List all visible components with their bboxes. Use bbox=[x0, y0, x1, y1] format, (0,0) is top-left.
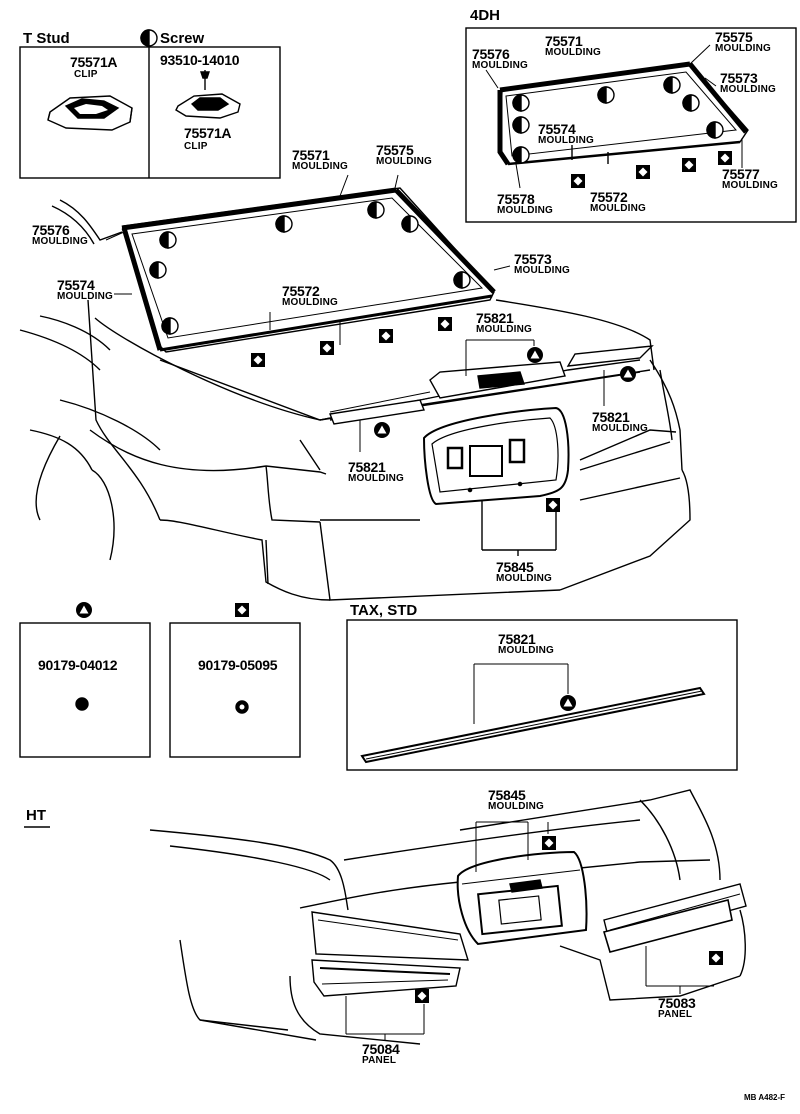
inset-4dh-box bbox=[465, 27, 797, 223]
ht-center-moulding bbox=[456, 821, 588, 946]
triangle-fastener-part-number: 90179-04012 bbox=[38, 657, 118, 673]
t-stud-part-name: CLIP bbox=[74, 69, 98, 80]
square-fastener-part-number: 90179-05095 bbox=[198, 657, 278, 673]
ht-leader-lines bbox=[345, 946, 714, 1040]
screw-clip-name: CLIP bbox=[184, 141, 208, 152]
screw-part-number: 93510-14010 bbox=[160, 52, 240, 68]
ht-rear-body bbox=[149, 789, 746, 1045]
sedan-trunk-lid bbox=[319, 345, 654, 425]
screw-clip-drawing bbox=[175, 70, 241, 119]
tax-std-header: TAX, STD bbox=[350, 602, 418, 619]
t-stud-header: T Stud bbox=[23, 30, 70, 47]
screw-header: Screw bbox=[160, 30, 205, 47]
main-leader-lines bbox=[105, 174, 605, 452]
tax-std-clip-icon bbox=[559, 694, 577, 712]
4dh-header: 4DH bbox=[470, 7, 501, 24]
ht-header: HT bbox=[26, 807, 46, 824]
sedan-rear-body bbox=[19, 199, 691, 601]
ht-taillight-right bbox=[602, 883, 747, 953]
t-stud-clip-drawing bbox=[47, 95, 133, 131]
figure-code: MB A482-F bbox=[744, 1093, 786, 1102]
fastener-boxes bbox=[19, 619, 738, 771]
screw-clip-number: 75571A bbox=[184, 125, 232, 141]
screw-symbol-icon bbox=[140, 29, 158, 47]
t-stud-part-number: 75571A bbox=[70, 54, 118, 70]
tax-std-moulding-strip bbox=[360, 663, 706, 764]
license-moulding-75845 bbox=[422, 406, 570, 556]
square-fastener-icon bbox=[234, 602, 250, 618]
triangle-fastener-icon bbox=[75, 601, 93, 619]
sedan-back-window bbox=[121, 174, 496, 353]
ht-taillight-left bbox=[311, 911, 469, 997]
inset-clip-box bbox=[19, 46, 281, 179]
